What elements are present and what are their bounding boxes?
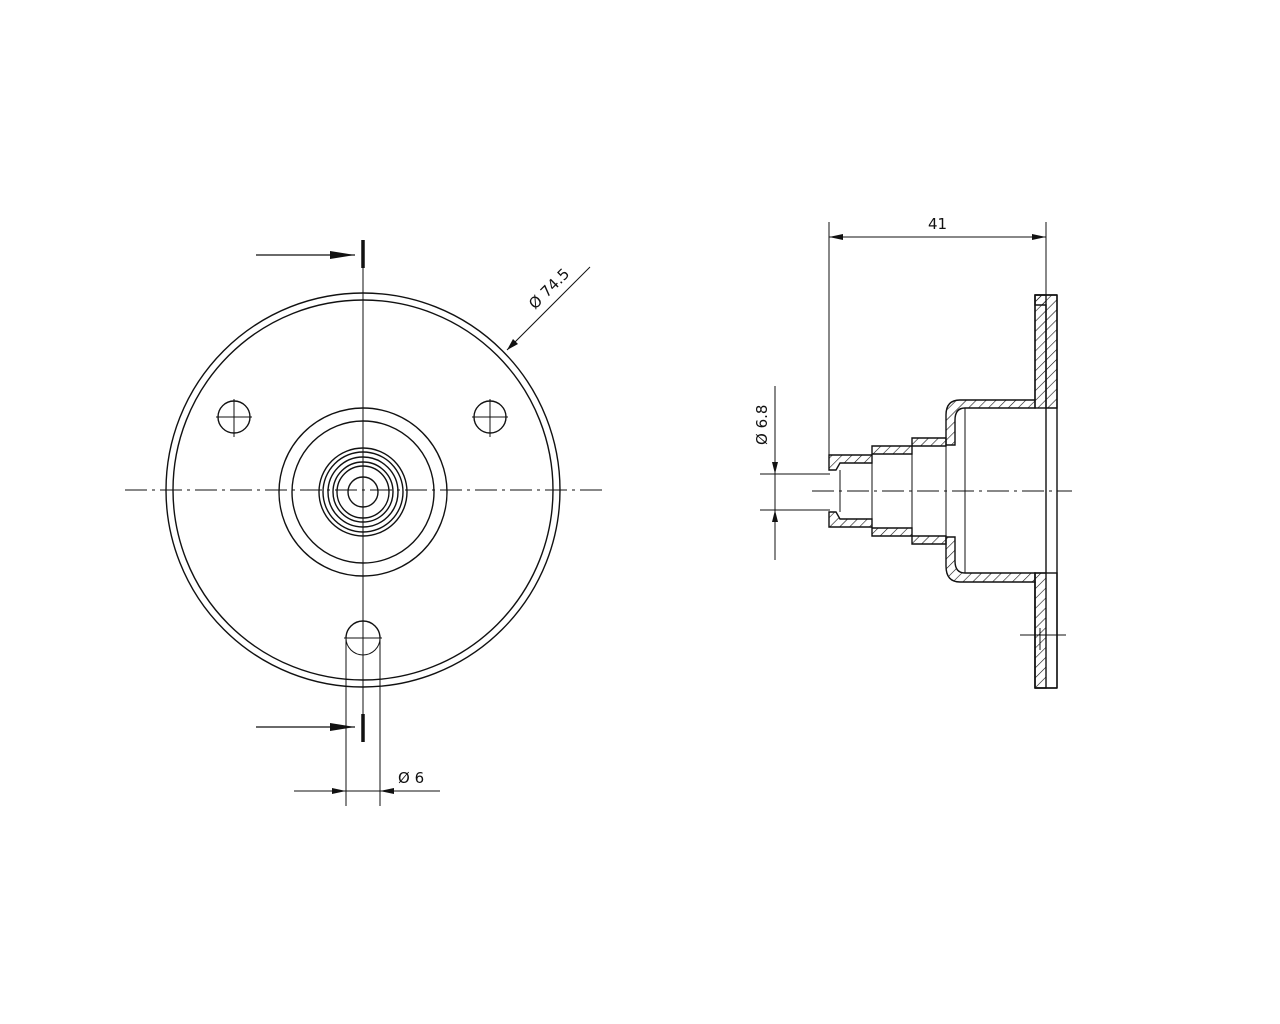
nozzle-ring-4 — [332, 461, 394, 523]
tip-diameter-dimension — [760, 386, 830, 560]
slot-diameter-label: Ø 6 — [398, 769, 424, 787]
boss-inner-circle — [291, 420, 435, 564]
nozzle-ring-1 — [318, 447, 408, 537]
length-dimension — [828, 222, 1047, 458]
outer-diameter-leader — [506, 266, 591, 351]
nozzle-ring-5 — [336, 465, 390, 519]
outer-diameter-label: Ø 74.5 — [525, 265, 573, 313]
section-outline — [839, 294, 1058, 689]
nozzle-ring-3 — [327, 456, 399, 528]
tip-diameter-label: Ø 6.8 — [753, 405, 771, 445]
section-view — [760, 222, 1072, 689]
slot-diameter-dimension — [294, 788, 440, 794]
section-marker-top — [256, 240, 365, 268]
inner-flange-circle — [172, 299, 554, 681]
bottom-slot — [344, 620, 382, 806]
nozzle-bore — [347, 476, 379, 508]
nozzle-ring-2 — [322, 451, 404, 533]
lower-wall-hatched — [828, 511, 1058, 689]
outer-flange-circle — [165, 292, 561, 688]
boss-outer-circle — [278, 407, 448, 577]
upper-wall-hatched — [828, 294, 1058, 471]
mounting-hole-left — [216, 399, 252, 437]
mounting-hole-right — [472, 399, 508, 437]
length-label: 41 — [928, 215, 947, 233]
section-marker-bottom — [256, 714, 365, 742]
front-view — [125, 240, 602, 806]
flange-hole-marker — [1020, 628, 1066, 650]
